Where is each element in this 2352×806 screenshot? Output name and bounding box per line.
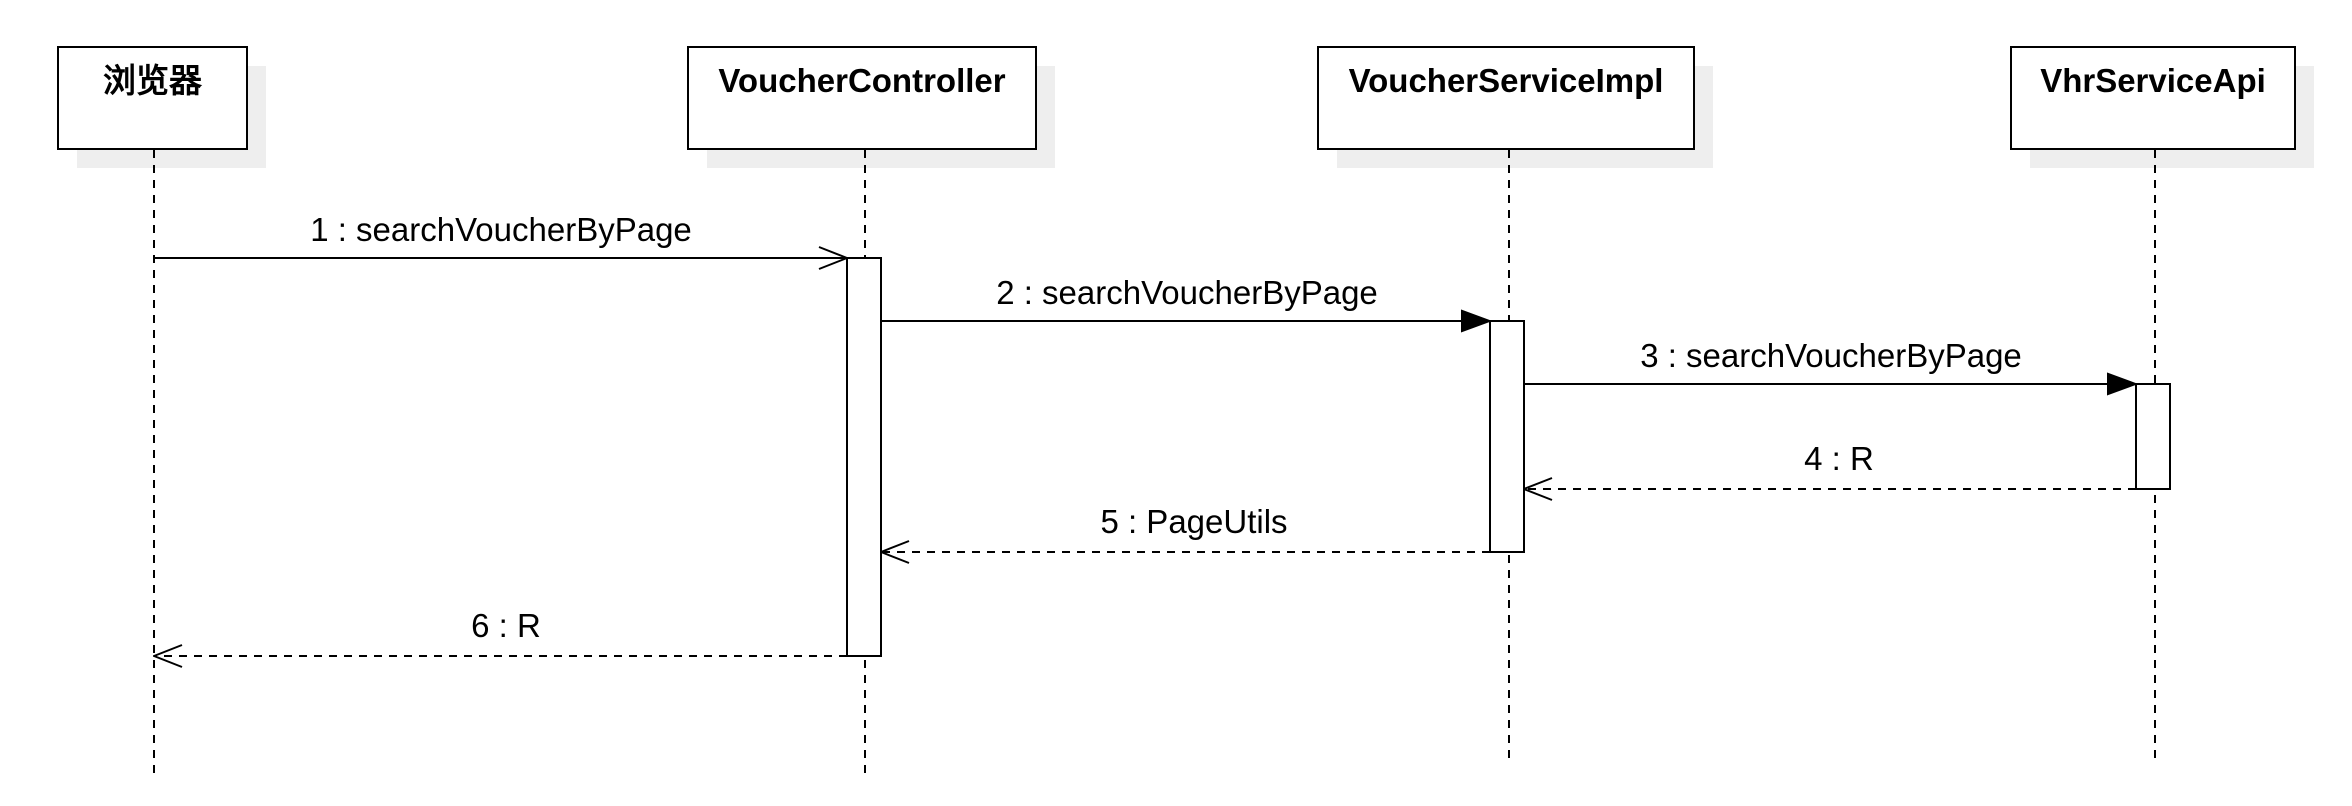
message-label: 5 : PageUtils bbox=[1100, 503, 1287, 540]
message-label: 1 : searchVoucherByPage bbox=[310, 211, 692, 248]
message-label: 6 : R bbox=[471, 607, 541, 644]
participant-box bbox=[57, 46, 248, 150]
participant-label: 浏览器 bbox=[103, 62, 203, 99]
participant-label: VoucherServiceImpl bbox=[1349, 62, 1664, 99]
message-6: 6 : R bbox=[154, 607, 847, 656]
message-label: 4 : R bbox=[1804, 440, 1874, 477]
participant-label: VoucherController bbox=[718, 62, 1005, 99]
message-label: 2 : searchVoucherByPage bbox=[996, 274, 1378, 311]
participant-voucher-service-impl: VoucherServiceImpl bbox=[1317, 46, 1713, 760]
message-2: 2 : searchVoucherByPage bbox=[881, 274, 1490, 321]
participant-label: VhrServiceApi bbox=[2040, 62, 2266, 99]
activation-bar-voucher-controller bbox=[846, 257, 882, 657]
participant-box bbox=[1317, 46, 1695, 150]
message-4: 4 : R bbox=[1524, 440, 2136, 489]
activation-bar-vhr-service-api bbox=[2135, 383, 2171, 490]
message-label: 3 : searchVoucherByPage bbox=[1640, 337, 2022, 374]
participant-box bbox=[2010, 46, 2296, 150]
participant-box bbox=[687, 46, 1037, 150]
activation-bar-voucher-service-impl bbox=[1489, 320, 1525, 553]
participant-voucher-controller: VoucherController bbox=[687, 46, 1055, 775]
participant-browser: 浏览器 bbox=[57, 46, 266, 775]
message-1: 1 : searchVoucherByPage bbox=[154, 211, 847, 258]
message-3: 3 : searchVoucherByPage bbox=[1524, 337, 2136, 384]
message-5: 5 : PageUtils bbox=[881, 503, 1490, 552]
